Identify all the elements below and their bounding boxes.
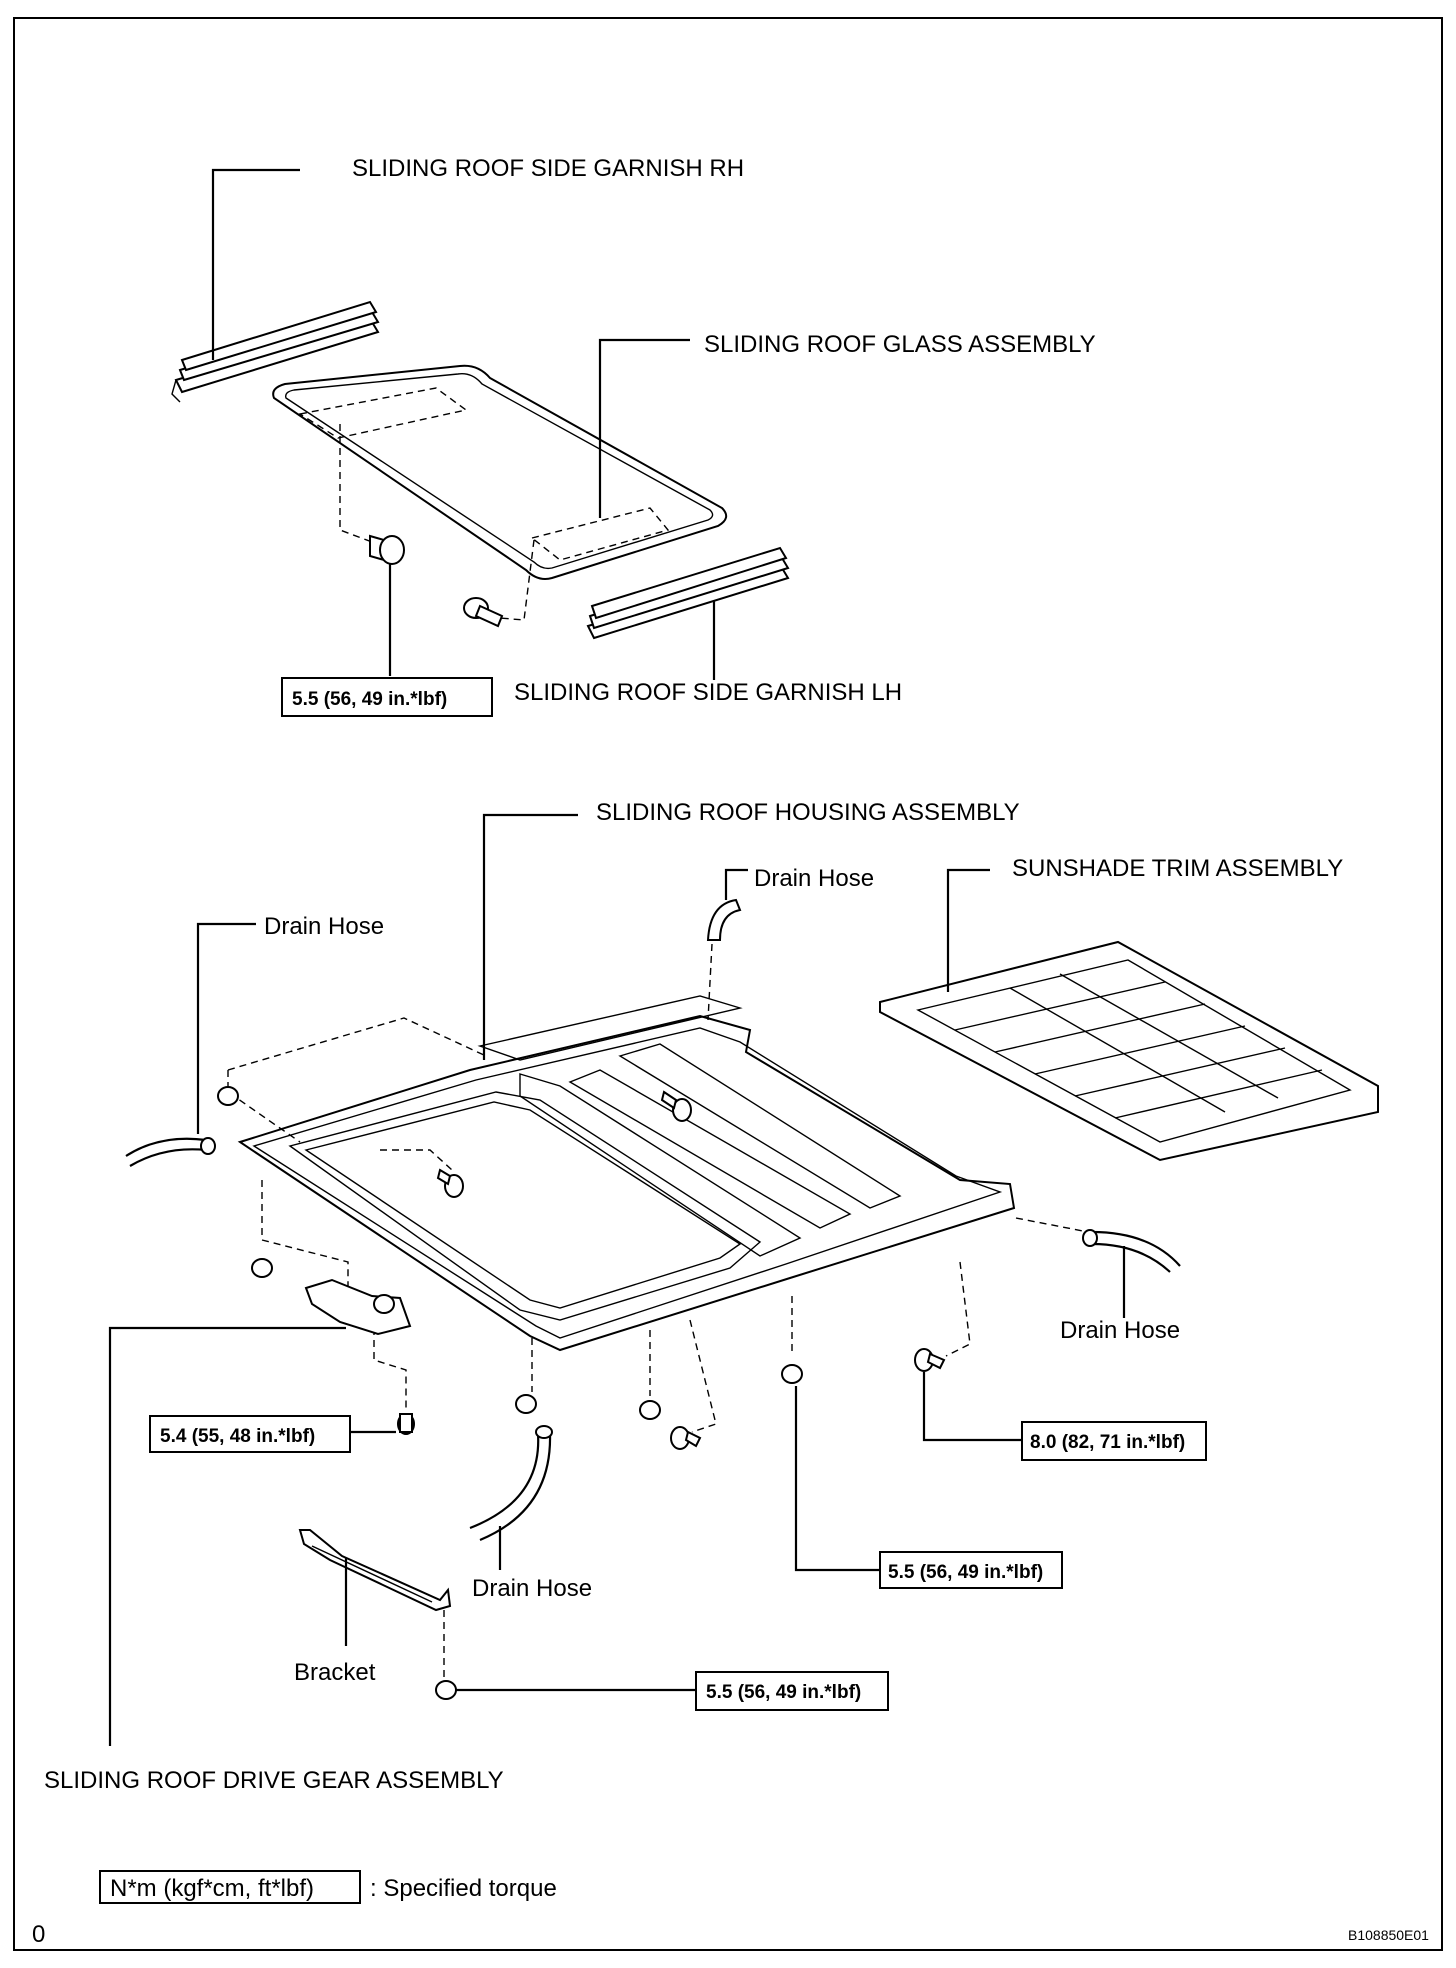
label-drain-hose-bottom: Drain Hose — [472, 1575, 592, 1602]
drain-hose-left-part — [125, 1137, 216, 1167]
label-drain-hose-left: Drain Hose — [264, 913, 384, 940]
page-number: 0 — [32, 1921, 45, 1948]
leader-drain-hose-left — [196, 922, 256, 1134]
guide-bolt-lower — [689, 1319, 717, 1433]
torque-housing-nut: 5.5 (56, 49 in.*lbf) — [888, 1562, 1043, 1583]
legend-symbol: N*m (kgf*cm, ft*lbf) — [110, 1875, 314, 1902]
guide-housing-center-bolt — [380, 1149, 453, 1171]
label-garnish-rh: SLIDING ROOF SIDE GARNISH RH — [352, 155, 744, 182]
leader-drive-gear — [108, 1326, 346, 1746]
guide-housing-right-bolt — [945, 1261, 971, 1357]
drain-hose-bottom-part — [469, 1425, 553, 1542]
bolt-housing-upper — [660, 1090, 692, 1122]
drive-gear-part — [304, 1278, 412, 1336]
torque-box-drive-gear — [149, 1415, 351, 1453]
leader-glass-assembly — [598, 338, 690, 518]
torque-bracket: 5.5 (56, 49 in.*lbf) — [706, 1682, 861, 1703]
label-glass-assembly: SLIDING ROOF GLASS ASSEMBLY — [704, 331, 1096, 358]
guide-drain-top — [707, 943, 713, 1021]
glass-bolt-left — [369, 534, 405, 565]
leader-housing-nut — [794, 1386, 880, 1572]
nut-lower — [639, 1400, 661, 1420]
guide-drive-gear — [261, 1180, 349, 1288]
side-garnish-lh-part — [586, 546, 790, 640]
guide-drain-right — [1015, 1217, 1089, 1233]
drain-hose-right-part — [1082, 1229, 1181, 1273]
torque-glass: 5.5 (56, 49 in.*lbf) — [292, 689, 447, 710]
drain-hose-top-part — [706, 898, 742, 941]
nut-right — [781, 1364, 803, 1384]
legend-text: : Specified torque — [370, 1875, 557, 1902]
nut-left-lower — [251, 1258, 273, 1278]
label-bracket: Bracket — [294, 1659, 376, 1686]
side-garnish-rh-part — [171, 300, 380, 403]
leader-housing-assembly — [482, 813, 578, 1060]
label-drive-gear: SLIDING ROOF DRIVE GEAR ASSEMBLY — [44, 1767, 504, 1794]
nut-left-upper — [217, 1086, 239, 1106]
bracket-nut — [435, 1680, 457, 1700]
glass-bolt-right — [463, 597, 504, 628]
sunshade-trim-part — [879, 940, 1379, 1162]
guide-glass-bolt-right — [499, 539, 535, 621]
label-drain-hose-top: Drain Hose — [754, 865, 874, 892]
torque-drive-gear: 5.4 (55, 48 in.*lbf) — [160, 1426, 315, 1447]
bolt-housing-center — [436, 1168, 464, 1198]
label-garnish-lh: SLIDING ROOF SIDE GARNISH LH — [514, 679, 902, 706]
torque-box-bracket — [695, 1671, 889, 1711]
label-drain-hose-right: Drain Hose — [1060, 1317, 1180, 1344]
page-frame — [13, 17, 1443, 1951]
guide-housing-top — [227, 1017, 487, 1071]
leader-garnish-rh — [211, 168, 300, 360]
leader-sunshade-trim — [946, 868, 990, 992]
torque-box-housing-right — [1021, 1421, 1207, 1461]
figure-code: B108850E01 — [1348, 1927, 1429, 1943]
drive-gear-bolt — [397, 1413, 415, 1435]
torque-housing-right: 8.0 (82, 71 in.*lbf) — [1030, 1432, 1185, 1453]
leader-drain-hose-top — [724, 868, 748, 900]
bolt-lower — [670, 1426, 702, 1450]
glass-assembly-part — [272, 364, 728, 580]
label-sunshade-trim: SUNSHADE TRIM ASSEMBLY — [1012, 855, 1343, 882]
label-housing-assembly: SLIDING ROOF HOUSING ASSEMBLY — [596, 799, 1020, 826]
housing-assembly-part — [237, 995, 1016, 1352]
torque-box-housing-nut — [879, 1551, 1063, 1589]
guide-drive-gear-bolt — [373, 1328, 407, 1410]
leader-housing-bolt-right — [922, 1372, 1022, 1442]
legend-symbol-box — [99, 1870, 361, 1904]
bracket-part — [298, 1529, 452, 1612]
torque-box-glass — [281, 677, 493, 717]
bolt-housing-right — [914, 1348, 946, 1372]
nut-center-lower — [515, 1394, 537, 1414]
